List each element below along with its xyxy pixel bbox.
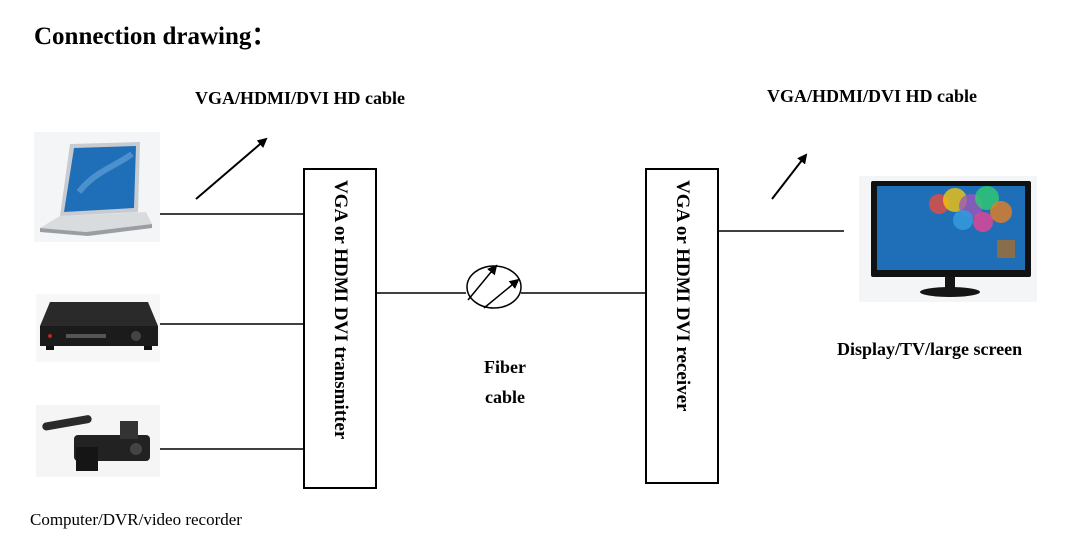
- cable-arrow-output: [771, 153, 808, 200]
- fiber-arrow-1: [467, 264, 498, 301]
- receiver-box: VGA or HDMI DVI receiver: [645, 168, 719, 484]
- display-caption: Display/TV/large screen: [837, 339, 1023, 359]
- fiber-arrow-2: [483, 278, 520, 309]
- fiber-symbol-icon: [466, 265, 522, 309]
- cable-label-output: VGA/HDMI/DVI HD cable: [767, 86, 977, 106]
- monitor-icon: [859, 176, 1037, 302]
- fiber-label-line2: cable: [485, 387, 525, 407]
- video-camera-icon: [36, 405, 160, 477]
- fiber-label-line1: Fiber: [484, 357, 526, 377]
- page-title: Connection drawing：: [34, 23, 277, 50]
- transmitter-box: VGA or HDMI DVI transmitter: [303, 168, 377, 489]
- laptop-icon: [34, 132, 160, 242]
- dvr-icon: [36, 294, 160, 362]
- cable-label-input: VGA/HDMI/DVI HD cable: [195, 88, 405, 108]
- cable-arrow-input: [195, 137, 268, 200]
- sources-caption: Computer/DVR/video recorder: [30, 510, 242, 529]
- receiver-label: VGA or HDMI DVI receiver: [672, 180, 693, 412]
- fiber-cable-label: Fiber cable: [470, 352, 540, 412]
- transmitter-label: VGA or HDMI DVI transmitter: [330, 180, 351, 440]
